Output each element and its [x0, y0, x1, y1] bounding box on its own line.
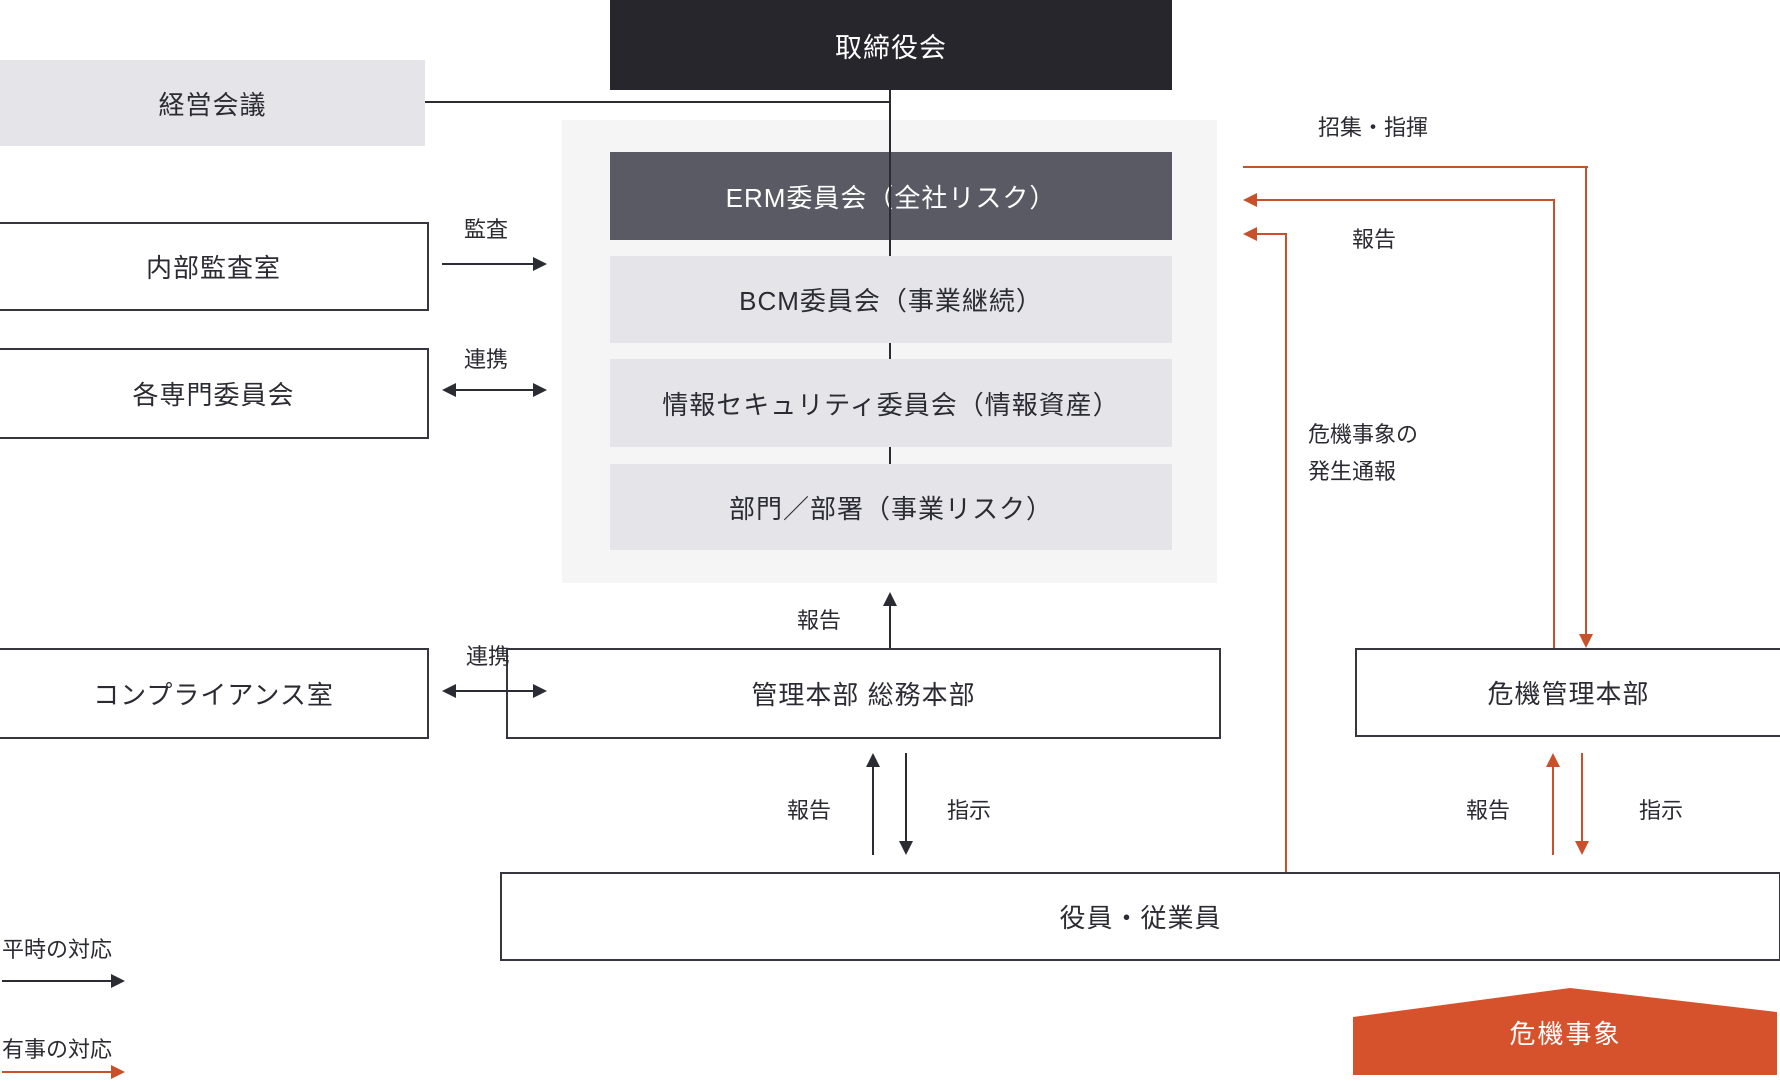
- board-of-directors-label: 取締役会: [835, 32, 947, 63]
- cooperation-arrowhead-left-icon-1: [442, 383, 456, 397]
- cooperation-arrowhead-left-icon-2: [442, 684, 456, 698]
- report-arrow-line-center: [872, 765, 874, 855]
- board-of-directors-box: 取締役会: [610, 0, 1172, 90]
- management-meeting-box: 経営会議: [0, 60, 425, 146]
- report-arrowhead-up-icon-right: [1546, 753, 1560, 767]
- report-arrow-line-top: [889, 604, 891, 648]
- bcm-committee-label: BCM委員会（事業継続）: [739, 286, 1043, 316]
- legend-emergency-arrow-line: [2, 1071, 112, 1073]
- crisis-notification-vline: [1285, 233, 1287, 872]
- compliance-box: コンプライアンス室: [0, 648, 429, 739]
- crisis-notification-label-line1: 危機事象の: [1308, 422, 1419, 447]
- instruction-arrow-line-center: [905, 753, 907, 843]
- convene-command-label: 招集・指揮: [1318, 115, 1429, 140]
- report-arrowhead-up-icon: [883, 592, 897, 606]
- management-meeting-label: 経営会議: [158, 89, 267, 120]
- convene-command-arrowhead-down-icon: [1579, 634, 1593, 648]
- erm-committee-box: ERM委員会（全社リスク）: [610, 152, 1172, 240]
- crisis-notification-label-line2: 発生通報: [1308, 459, 1397, 484]
- erm-committee-label: ERM委員会（全社リスク）: [725, 182, 1057, 213]
- report-arrowhead-up-icon-center: [866, 753, 880, 767]
- cooperation-arrowhead-right-icon-1: [533, 383, 547, 397]
- report-to-erm-arrowhead-left-icon: [1243, 193, 1257, 207]
- crisis-hq-box: 危機管理本部: [1355, 648, 1780, 737]
- compliance-label: コンプライアンス室: [93, 680, 334, 710]
- expert-committees-box: 各専門委員会: [0, 348, 429, 439]
- crisis-hq-label: 危機管理本部: [1487, 679, 1650, 709]
- report-to-erm-vline: [1553, 199, 1555, 648]
- cooperation-label-2: 連携: [466, 644, 511, 669]
- employees-box: 役員・従業員: [500, 872, 1780, 961]
- internal-audit-label: 内部監査室: [145, 253, 281, 283]
- report-label-center: 報告: [787, 798, 832, 823]
- convene-command-vline: [1585, 166, 1587, 634]
- cooperation-arrow-line-1: [455, 389, 535, 391]
- crisis-event-pentagon-icon: [1353, 988, 1777, 1075]
- crisis-event-label: 危機事象: [1509, 1019, 1622, 1049]
- audit-arrow-line: [442, 263, 534, 265]
- legend-emergency-label: 有事の対応: [2, 1037, 113, 1062]
- bcm-committee-box: BCM委員会（事業継続）: [610, 256, 1172, 343]
- legend-emergency-arrowhead-icon: [111, 1065, 125, 1079]
- expert-committees-label: 各専門委員会: [132, 380, 295, 410]
- report-label-right: 報告: [1466, 798, 1511, 823]
- audit-arrowhead-right-icon: [533, 257, 547, 271]
- convene-command-hline: [1243, 166, 1588, 168]
- legend-normal-label: 平時の対応: [2, 937, 113, 962]
- stack-connector-dash-2: [889, 447, 891, 464]
- audit-label: 監査: [464, 217, 509, 242]
- admin-hq-box: 管理本部 総務本部: [506, 648, 1221, 739]
- info-security-committee-label: 情報セキュリティ委員会（情報資産）: [662, 389, 1120, 420]
- admin-hq-label: 管理本部 総務本部: [751, 680, 976, 710]
- board-to-erm-connector-line: [889, 90, 891, 256]
- instruction-arrowhead-down-icon-right: [1575, 841, 1589, 855]
- cooperation-arrowhead-right-icon-2: [533, 684, 547, 698]
- stack-connector-dash-1: [889, 343, 891, 359]
- report-to-erm-hline: [1256, 199, 1555, 201]
- report-label-top: 報告: [797, 608, 842, 633]
- internal-audit-box: 内部監査室: [0, 222, 429, 311]
- instruction-label-center: 指示: [947, 798, 992, 823]
- report-arrow-line-right: [1552, 765, 1554, 855]
- cooperation-label-1: 連携: [464, 347, 509, 372]
- management-meeting-connector-line: [425, 101, 890, 103]
- instruction-label-right: 指示: [1639, 798, 1684, 823]
- cooperation-arrow-line-2: [455, 690, 535, 692]
- crisis-event-shape: 危機事象: [1353, 988, 1778, 1076]
- departments-box: 部門／部署（事業リスク）: [610, 464, 1172, 550]
- instruction-arrow-line-right: [1581, 753, 1583, 843]
- departments-label: 部門／部署（事業リスク）: [728, 493, 1053, 524]
- crisis-notification-label: 危機事象の 発生通報: [1308, 416, 1418, 490]
- info-security-committee-box: 情報セキュリティ委員会（情報資産）: [610, 359, 1172, 447]
- legend-normal-arrowhead-icon: [111, 974, 125, 988]
- report-to-erm-label: 報告: [1352, 227, 1397, 252]
- crisis-notification-arrowhead-left-icon: [1243, 227, 1257, 241]
- crisis-notification-hline: [1256, 233, 1287, 235]
- instruction-arrowhead-down-icon-center: [899, 841, 913, 855]
- legend-normal-arrow-line: [2, 980, 112, 982]
- employees-label: 役員・従業員: [1059, 903, 1222, 933]
